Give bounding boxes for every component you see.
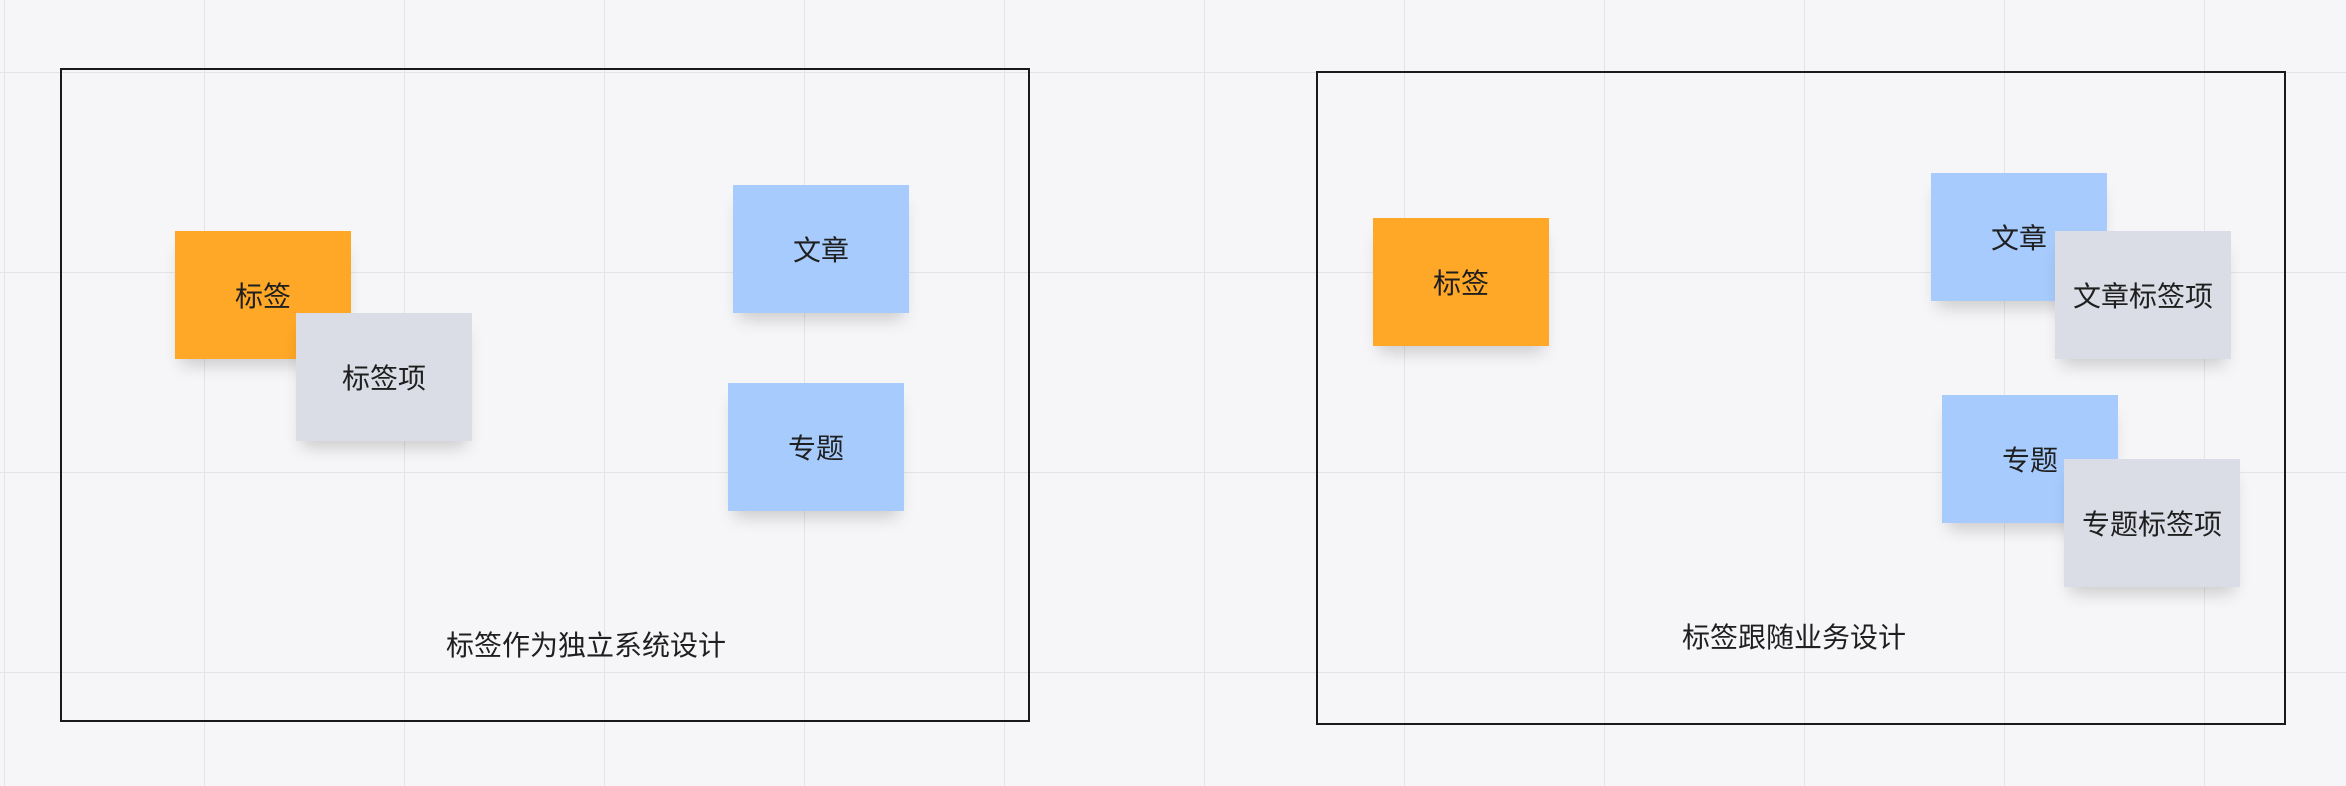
sticky-note-topic[interactable]: 专题 [728,383,904,511]
caption-business-following-design: 标签跟随业务设计 [1681,621,1907,654]
caption-independent-design: 标签作为独立系统设计 [445,629,727,662]
sticky-note-article[interactable]: 文章 [733,185,909,313]
sticky-note-topic-tag-item[interactable]: 专题标签项 [2064,459,2240,587]
sticky-note-article-tag-item[interactable]: 文章标签项 [2055,231,2231,359]
frame-business-following-design[interactable] [1316,71,2286,725]
sticky-note-tag[interactable]: 标签 [1373,218,1549,346]
sticky-note-tag-item[interactable]: 标签项 [296,313,472,441]
frame-independent-design[interactable] [60,68,1030,722]
